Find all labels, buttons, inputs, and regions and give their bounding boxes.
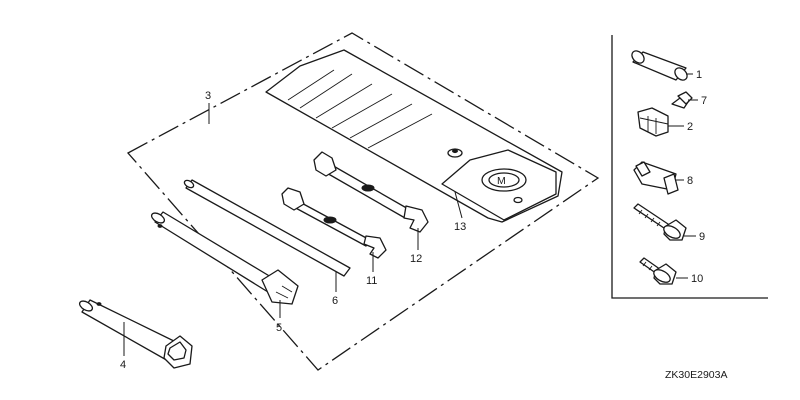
callout-3: 3 (205, 90, 211, 102)
clip[interactable] (637, 107, 669, 137)
callout-10: 10 (691, 273, 703, 285)
callout-7: 7 (701, 95, 707, 107)
toolkit-boundary (126, 32, 600, 371)
diagram-code: ZK30E2903A (665, 369, 727, 381)
callout-8: 8 (687, 175, 693, 187)
tube[interactable] (630, 49, 690, 83)
callout-13: 13 (454, 221, 466, 233)
flange-bolt-long[interactable] (633, 203, 687, 241)
screw[interactable] (671, 91, 693, 109)
tommy-bar[interactable] (183, 179, 351, 277)
callout-2: 2 (687, 121, 693, 133)
svg-text:M: M (497, 175, 506, 187)
leader-13 (454, 191, 463, 219)
callout-4: 4 (120, 359, 126, 371)
callout-11: 11 (366, 275, 377, 287)
accessory-boundary (611, 35, 768, 299)
flange-bolt-short[interactable] (639, 257, 677, 285)
open-end-wrench-large[interactable] (313, 151, 429, 233)
callout-5: 5 (276, 322, 282, 334)
spark-plug-wrench[interactable] (78, 299, 193, 369)
tool-bag[interactable]: M (265, 49, 563, 223)
open-end-wrench-small[interactable] (281, 187, 387, 259)
socket-wrench-medium[interactable] (150, 211, 299, 305)
callout-12: 12 (410, 253, 422, 265)
callout-1: 1 (696, 69, 702, 81)
callout-6: 6 (332, 295, 338, 307)
grommet[interactable] (633, 161, 679, 195)
callout-9: 9 (699, 231, 705, 243)
